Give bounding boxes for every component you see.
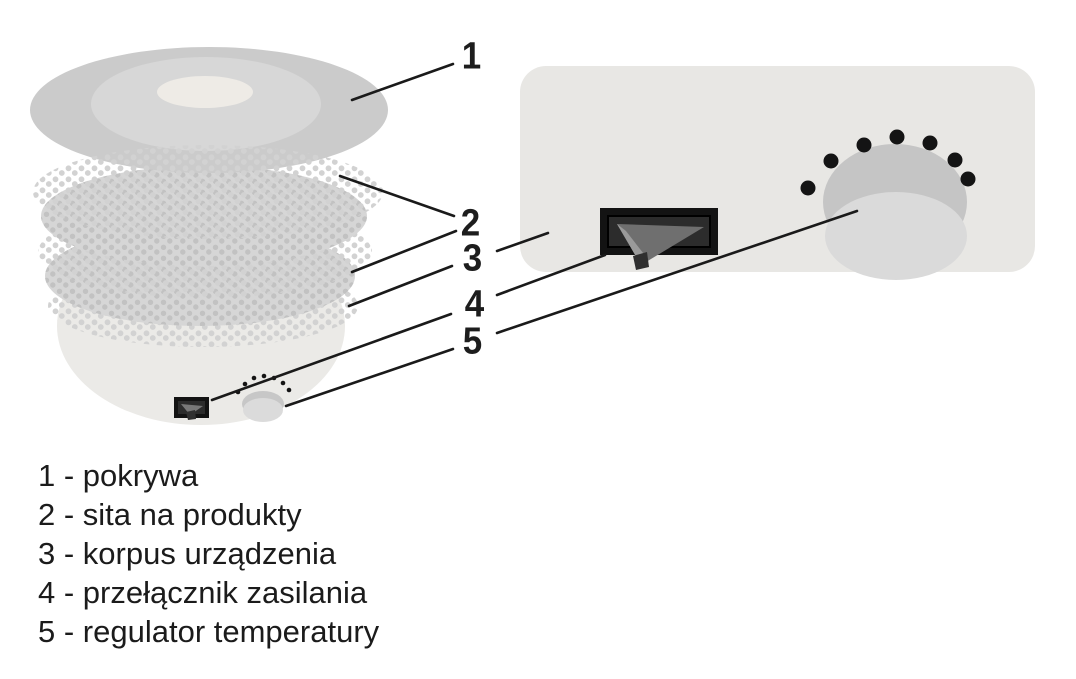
legend-item-sita-na-produkty: 2 - sita na produkty: [38, 497, 302, 532]
temperature-knob-icon: [800, 129, 976, 280]
switch-rocker-shadow: [633, 252, 649, 270]
temperature-knob-small-icon: [235, 373, 292, 422]
callout-number-1: 1: [461, 35, 481, 78]
leader-line-2a: [338, 174, 456, 218]
callout-number-2: 2: [460, 202, 480, 245]
legend-item-korpus-urzadzenia: 3 - korpus urządzenia: [38, 536, 337, 571]
leader-line-1: [350, 62, 455, 102]
switch-rocker-shadow: [186, 410, 196, 420]
legend-item-przelacznik-zasilania: 4 - przełącznik zasilania: [38, 575, 368, 610]
leader-line-4b: [495, 253, 607, 297]
lid-shape: [30, 47, 388, 173]
leader-line-3b: [495, 231, 550, 253]
control-panel-closeup: [520, 66, 1035, 280]
leader-lines: [210, 62, 859, 408]
leader-line-2b: [350, 229, 458, 274]
switch-rocker: [181, 404, 203, 415]
power-switch-icon: [600, 208, 718, 270]
leader-line-3a: [347, 264, 454, 308]
callout-number-5: 5: [462, 320, 482, 363]
knob-small-front: [243, 398, 283, 422]
knob-front: [825, 192, 967, 280]
parts-legend: 1 - pokrywa 2 - sita na produkty 3 - kor…: [38, 456, 379, 651]
device-exploded-view: [30, 47, 388, 425]
callout-number-3: 3: [462, 237, 482, 280]
callout-number-4: 4: [464, 283, 484, 326]
leader-line-5b: [495, 209, 859, 335]
mesh-band-upper: [33, 145, 383, 239]
legend-item-pokrywa: 1 - pokrywa: [38, 458, 199, 493]
knob-small-scale-dots: [235, 373, 292, 395]
lid-center-cap: [157, 76, 253, 108]
power-switch-small-icon: [174, 397, 209, 420]
legend-item-regulator-temperatury: 5 - regulator temperatury: [38, 614, 380, 649]
leader-line-5a: [284, 347, 455, 408]
knob-scale-dots: [800, 129, 976, 196]
leader-line-4a: [210, 312, 453, 402]
